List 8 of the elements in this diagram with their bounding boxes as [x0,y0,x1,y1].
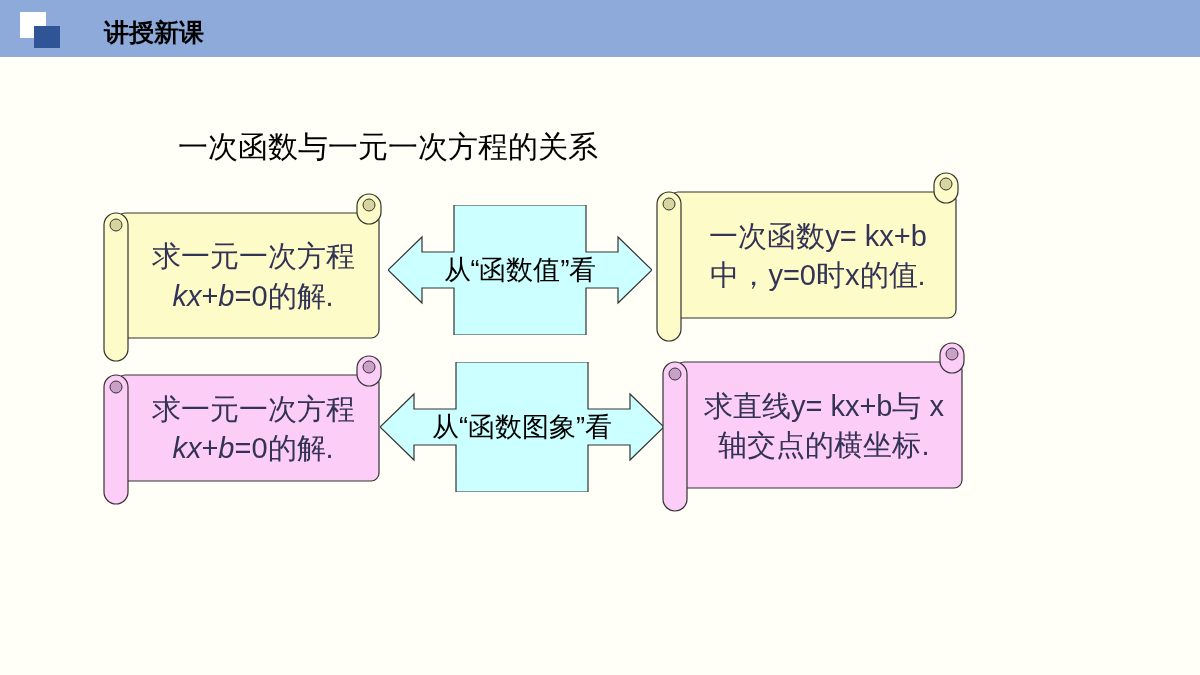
scroll-text: 求直线y= kx+b与 x 轴交点的横坐标. [702,388,946,463]
arrow-label: 从“函数值”看 [443,253,597,287]
arrow-label: 从“函数图象”看 [432,410,612,444]
diagram-title: 一次函数与一元一次方程的关系 [178,129,598,165]
section-heading: 讲授新课 [104,17,204,48]
scroll-text: 一次函数y= kx+b中，y=0时x的值. [708,218,928,293]
scroll-text: 求一元一次方程 kx+b=0的解. [150,391,356,466]
scroll-text: 求一元一次方程 kx+b=0的解. [150,239,356,314]
